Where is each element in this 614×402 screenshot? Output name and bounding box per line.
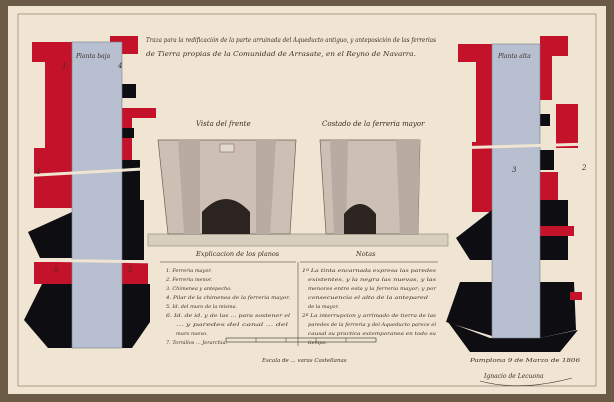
legend-item: 1. Ferreria mayor.	[166, 268, 212, 274]
region-number: 3	[512, 166, 517, 174]
title-line-2: de Tierra propias de la Comunidad de Arr…	[146, 50, 416, 58]
legend-item: 7. Tornillos ... Jerarchia.	[166, 340, 228, 346]
region-number: 1	[62, 62, 66, 70]
note-line: tiempo.	[308, 340, 327, 346]
legend-item: 3. Chimenea y antepecho.	[166, 286, 232, 292]
label-center-left: Vista del frente	[196, 120, 251, 128]
legend-item: muro nuevo.	[176, 331, 208, 337]
region-number: 4	[35, 168, 40, 176]
region-numbers: 1 4 5 4 5 3 2	[35, 62, 587, 274]
region-number: 4	[117, 62, 122, 70]
signature-flourish	[479, 377, 573, 387]
notes: Notas 1ª La tinta encarnada expresa las …	[300, 250, 438, 346]
note-line: existentes, y la negra las nuevas, y las	[308, 277, 437, 283]
legend-item: 5. Id. del muro de la misma.	[166, 304, 238, 310]
region-number: 5	[54, 266, 59, 274]
paper-border	[17, 13, 597, 387]
date-signature: Pamplona 9 de Marzo de 1806	[469, 358, 581, 364]
note-line: menores entre esta y la ferreria mayor; …	[308, 286, 437, 292]
notes-heading: Notas	[355, 250, 376, 258]
legend-item: 6. Id. de id. y de las ... para sostener…	[166, 313, 290, 319]
note-line: 2ª La interrupcion y arrimado de tierra …	[301, 313, 437, 319]
legend-heading: Explicacion de los planos	[195, 250, 280, 258]
left-channel	[71, 41, 123, 349]
right-channel	[491, 43, 541, 339]
legend: Explicacion de los planos 1. Ferreria ma…	[160, 250, 299, 346]
note-line: de la mayor.	[308, 304, 339, 310]
center-elevations	[147, 139, 449, 247]
note-line: 1ª La tinta encarnada expresa las parede…	[302, 268, 437, 274]
title-line-1: Traza para la redificación de la parte a…	[146, 36, 437, 44]
label-right-tower: Planta alta	[497, 53, 531, 60]
left-tower-plan	[19, 36, 161, 349]
note-line: consecuencia el alto de la antepared	[308, 295, 428, 301]
scale-bar: Escala de ... varas Castellanas	[225, 337, 377, 364]
right-tower-plan	[446, 36, 591, 352]
region-number: 2	[581, 164, 587, 172]
signature: Ignacio de Lecuona	[483, 373, 544, 380]
legend-item: 2. Ferreria menor.	[165, 277, 213, 283]
note-line: paredes de la ferreria y del Aqueducto p…	[308, 322, 436, 328]
label-center-right: Costado de la ferreria mayor	[322, 120, 425, 128]
note-line: causal su practica extemporanea en todo …	[308, 331, 436, 337]
scale-label: Escala de ... varas Castellanas	[261, 358, 347, 364]
title-block: Traza para la redificación de la parte a…	[146, 36, 437, 58]
region-number: 5	[128, 266, 133, 274]
legend-item: 4. Pilar de la chimenea de la ferreria m…	[165, 295, 291, 301]
label-left-tower: Planta baja	[75, 53, 111, 60]
legend-item: ... y paredes del canal ... del	[176, 322, 289, 328]
